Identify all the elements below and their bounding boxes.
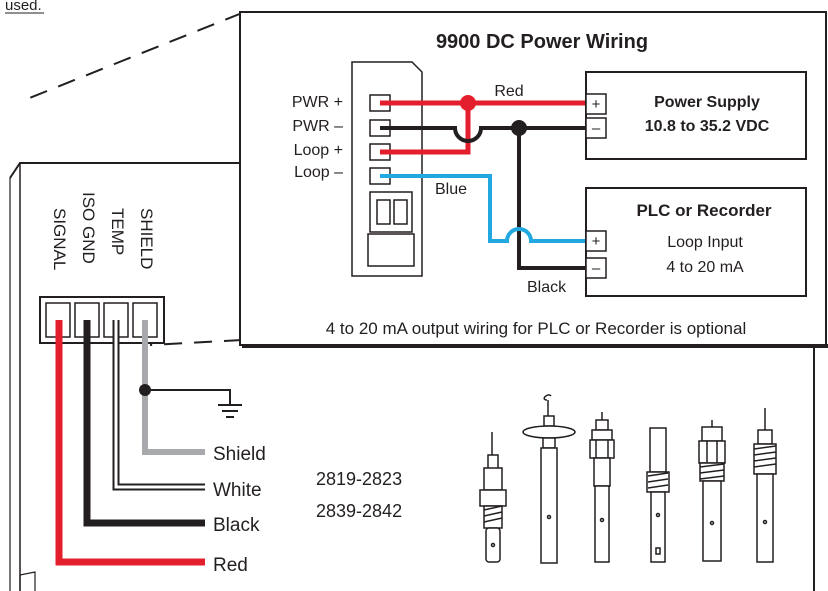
plc-title: PLC or Recorder	[636, 201, 771, 220]
inset-note: 4 to 20 mA output wiring for PLC or Reco…	[326, 319, 747, 338]
plc-plus-sign: +	[592, 233, 601, 250]
sensor-1-icon	[479, 432, 507, 563]
power-supply-plus-sign: +	[592, 96, 601, 113]
panel-corner	[19, 571, 36, 591]
power-supply-title: Power Supply	[654, 94, 760, 111]
plc-loop-range: 4 to 20 mA	[666, 259, 744, 276]
terminal-label-pwr-plus: PWR +	[292, 94, 343, 111]
panel-border-top	[9, 162, 242, 179]
ground-wire	[145, 389, 231, 404]
wire-label-shield: Shield	[213, 444, 266, 465]
wire-label-white: White	[213, 480, 262, 501]
callout-dashed-line	[21, 12, 243, 102]
power-supply-minus-terminal	[585, 117, 607, 139]
sensor-2-icon	[522, 394, 576, 564]
top-text-fragment: used.	[5, 0, 42, 14]
terminal-label-temp: TEMP	[108, 208, 127, 255]
ground-icon	[218, 404, 242, 418]
red-sensor-wire	[55, 320, 205, 566]
red-wire-label: Red	[494, 83, 523, 100]
plc-loop-input: Loop Input	[667, 234, 743, 251]
black-sensor-wire	[83, 320, 205, 527]
power-supply-minus-sign: –	[592, 120, 601, 137]
inset-title: 9900 DC Power Wiring	[436, 31, 648, 53]
red-wire-loop-plus	[380, 103, 471, 155]
terminal-label-loop-minus: Loop –	[294, 164, 343, 181]
sensor-5-icon	[698, 420, 726, 562]
power-supply-box	[585, 71, 807, 160]
red-junction	[460, 95, 476, 111]
callout-dashed-line-lower	[149, 339, 243, 346]
black-wire-plc	[517, 128, 586, 270]
white-wire-outline	[112, 320, 205, 491]
plc-minus-terminal	[585, 257, 607, 279]
terminal-label-iso-gnd: ISO GND	[79, 192, 98, 264]
power-supply-plus-terminal	[585, 93, 607, 115]
wire-label-black: Black	[213, 515, 260, 536]
black-wire-label: Black	[527, 279, 567, 296]
terminal-label-shield: SHIELD	[137, 208, 156, 269]
part-number-1: 2819-2823	[316, 469, 402, 489]
plc-minus-sign: –	[592, 260, 601, 277]
terminal-label-loop-plus: Loop +	[294, 142, 343, 159]
plc-plus-terminal	[585, 230, 607, 252]
part-number-2: 2839-2842	[316, 501, 402, 521]
terminal-label-signal: SIGNAL	[50, 208, 69, 270]
black-junction	[511, 120, 527, 136]
shield-wire	[142, 320, 205, 455]
sensor-4-icon	[646, 427, 670, 563]
white-wire	[114, 320, 205, 489]
blue-wire	[380, 174, 586, 243]
black-wire-supply	[380, 126, 586, 143]
blue-wire-label: Blue	[435, 181, 467, 198]
sensor-6-icon	[753, 408, 777, 563]
terminal-label-pwr-minus: PWR –	[292, 118, 343, 135]
sensor-3-icon	[589, 412, 615, 563]
power-supply-range: 10.8 to 35.2 VDC	[645, 118, 770, 135]
wire-label-red: Red	[213, 555, 248, 576]
plc-box	[585, 187, 807, 297]
